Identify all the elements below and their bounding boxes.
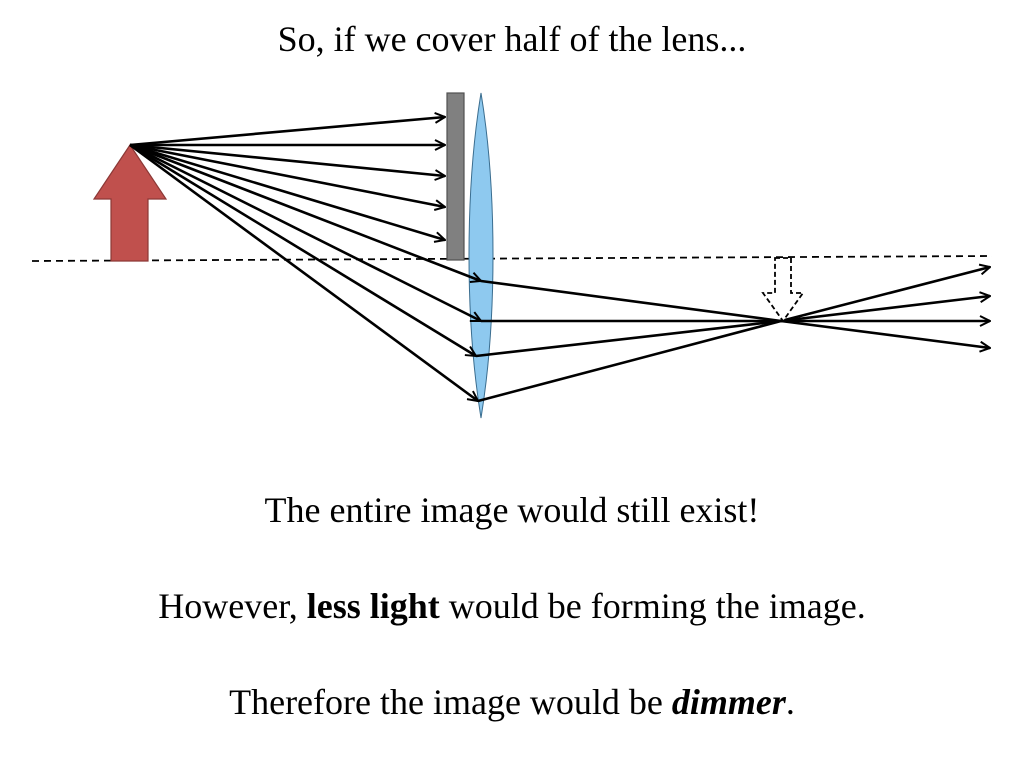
- ray-incident: [129, 143, 476, 356]
- statement-less-light-before: However,: [158, 586, 307, 626]
- dimmer-emphasis: dimmer: [671, 682, 786, 722]
- image-arrow-icon: [761, 257, 805, 323]
- ray-refracted: [480, 279, 782, 323]
- ray-refracted: [477, 319, 782, 403]
- ray-refracted: [475, 319, 782, 358]
- statement-dimmer-before: Therefore the image would be: [229, 682, 672, 722]
- ray-outgoing: [780, 267, 990, 323]
- transmitted-rays: [129, 143, 990, 403]
- slide-title: So, if we cover half of the lens...: [277, 19, 747, 59]
- ray-incident: [129, 143, 478, 401]
- ray-blocked: [129, 117, 445, 147]
- statement-image-exists: The entire image would still exist!: [264, 490, 760, 530]
- optical-axis: [31, 255, 993, 262]
- blocked-rays: [129, 117, 445, 240]
- ray-blocked: [129, 143, 445, 240]
- statement-dimmer: Therefore the image would be dimmer.: [0, 680, 1024, 724]
- statement-less-light-after: would be forming the image.: [439, 586, 866, 626]
- statement-dimmer-after: .: [785, 682, 795, 722]
- ray-outgoing: [780, 319, 990, 348]
- less-light-emphasis: less light: [306, 586, 440, 626]
- ray-blocked: [129, 143, 445, 207]
- lens: [468, 92, 494, 419]
- lens-blocker: [446, 92, 465, 261]
- statement-less-light: However, less light would be forming the…: [0, 584, 1024, 628]
- ray-blocked: [129, 143, 445, 176]
- ray-outgoing: [780, 296, 990, 323]
- optics-diagram: [31, 92, 1024, 419]
- ray-incident: [129, 143, 481, 323]
- object-arrow-icon: [92, 143, 168, 262]
- ray-incident: [129, 143, 481, 281]
